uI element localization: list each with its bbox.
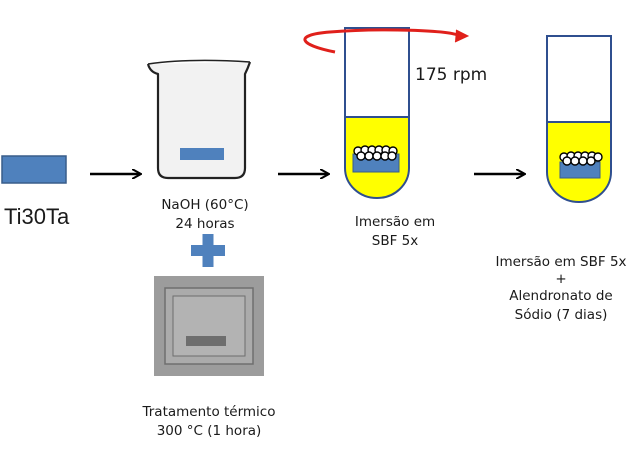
furnace-icon xyxy=(154,276,264,376)
step3-line1: Imersão em xyxy=(354,214,436,230)
step4-line4: Sódio (7 dias) xyxy=(514,307,608,323)
test-tube-icon-2 xyxy=(546,35,612,203)
step1-line2: 24 horas xyxy=(175,216,235,232)
step1-label: NaOH (60°C) 24 horas xyxy=(150,196,260,234)
rotation-speed-label: 175 rpm xyxy=(415,64,487,86)
sample-label-text: Ti30Ta xyxy=(4,204,70,229)
step2-label: Tratamento térmico 300 °C (1 hora) xyxy=(124,403,294,441)
step2-line1: Tratamento térmico xyxy=(142,404,276,420)
step4-line1: Imersão em SBF 5x xyxy=(495,254,627,270)
step4-line3: Alendronato de xyxy=(509,288,613,304)
rotation-speed-text: 175 rpm xyxy=(415,65,488,85)
beaker-sample-icon xyxy=(180,148,224,160)
step4-label: Imersão em SBF 5x + Alendronato de Sódio… xyxy=(486,253,630,325)
step3-label: Imersão em SBF 5x xyxy=(340,213,450,251)
beaker-icon xyxy=(146,59,252,180)
step2-line2: 300 °C (1 hora) xyxy=(156,423,262,439)
furnace-sample-icon xyxy=(186,336,226,346)
step3-line2: SBF 5x xyxy=(371,233,419,249)
sample-label: Ti30Ta xyxy=(4,203,69,231)
rotation-arrow-icon xyxy=(303,28,470,54)
sample-block-icon xyxy=(1,155,67,184)
test-tube-icon-1 xyxy=(344,27,410,199)
step4-line2: + xyxy=(555,271,567,287)
plus-icon xyxy=(191,234,225,267)
step1-line1: NaOH (60°C) xyxy=(161,197,249,213)
